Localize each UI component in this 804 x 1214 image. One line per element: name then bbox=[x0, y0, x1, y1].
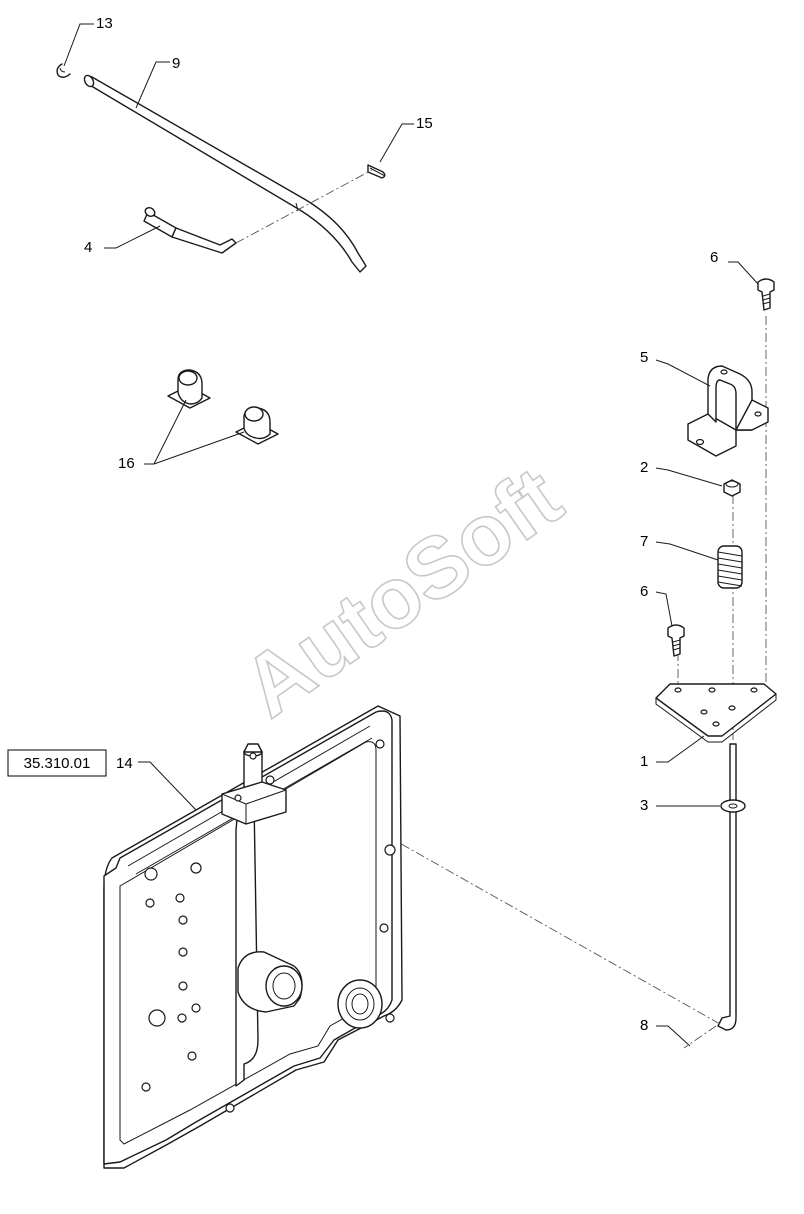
part-6-bolt-top bbox=[757, 278, 775, 311]
callout-labels: 13 9 15 4 16 6 5 2 7 6 1 3 8 14 bbox=[84, 15, 718, 1034]
part-13-circlip bbox=[56, 63, 71, 78]
callout-9: 9 bbox=[172, 55, 180, 72]
reference-box[interactable]: 35.310.01 bbox=[7, 749, 107, 777]
callout-7: 7 bbox=[640, 533, 648, 550]
callout-6-top: 6 bbox=[710, 249, 718, 266]
callout-8: 8 bbox=[640, 1017, 648, 1034]
callout-3: 3 bbox=[640, 797, 648, 814]
part-16-clip-a bbox=[167, 369, 211, 409]
callout-13: 13 bbox=[96, 15, 113, 32]
callout-16: 16 bbox=[118, 455, 135, 472]
part-5-bracket bbox=[687, 365, 769, 457]
reference-box-label: 35.310.01 bbox=[24, 755, 91, 772]
callout-15: 15 bbox=[416, 115, 433, 132]
leader-lines bbox=[63, 23, 759, 1047]
watermark: AutoSoft bbox=[226, 449, 578, 736]
callout-14: 14 bbox=[116, 755, 133, 772]
callout-6-lower: 6 bbox=[640, 583, 648, 600]
callout-2: 2 bbox=[640, 459, 648, 476]
part-6-bolt-lower bbox=[667, 624, 685, 657]
part-4-handle-pin bbox=[143, 207, 237, 254]
part-14-cover-plate bbox=[103, 705, 403, 1169]
part-16-clip-b bbox=[235, 406, 279, 445]
callout-1: 1 bbox=[640, 753, 648, 770]
part-1-plate bbox=[655, 683, 777, 743]
phantom-line-pin bbox=[235, 169, 373, 244]
part-7-spring bbox=[717, 545, 743, 589]
part-3-washer bbox=[720, 799, 746, 813]
part-2-nut bbox=[723, 479, 741, 497]
callout-4: 4 bbox=[84, 239, 92, 256]
part-15-cotter-pin bbox=[367, 164, 386, 179]
callout-5: 5 bbox=[640, 349, 648, 366]
phantom-line-rod-end bbox=[683, 1025, 717, 1049]
part-8-long-rod bbox=[717, 743, 737, 1031]
